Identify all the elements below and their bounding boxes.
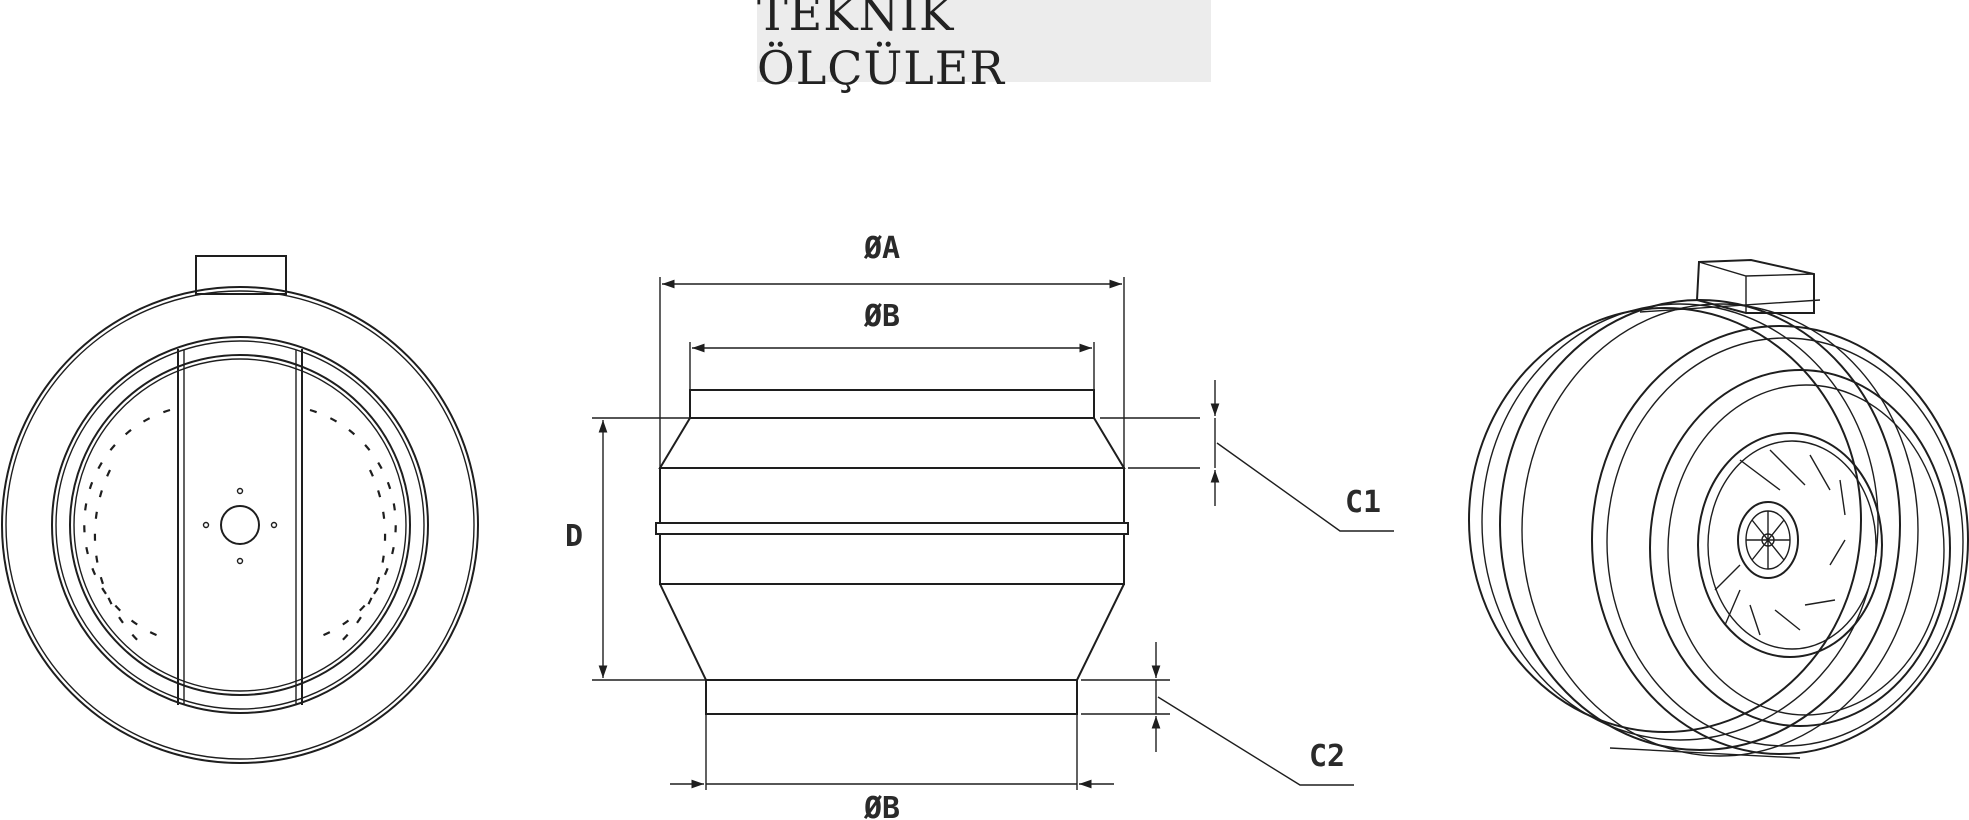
- title-banner: TEKNİK ÖLÇÜLER: [757, 0, 1211, 95]
- inner-ring: [51, 336, 429, 714]
- label-c2: C2: [1309, 739, 1345, 774]
- iso-terminal-box: [1695, 258, 1815, 314]
- iso-rear-ring-2: [1499, 299, 1901, 751]
- impeller-hidden-right: [309, 408, 397, 642]
- lower-body: [659, 533, 1125, 585]
- iso-rear-ring-1: [1468, 307, 1862, 733]
- label-b-top: ØB: [863, 299, 900, 334]
- outer-ring: [1, 286, 479, 764]
- inlet-opening: [69, 354, 411, 696]
- leader-c2: [1157, 696, 1354, 786]
- iso-front-ring-inner: [1649, 369, 1951, 727]
- center-flange: [655, 522, 1129, 535]
- upper-body: [659, 467, 1125, 524]
- side-view: ØA ØB D C1 C2 ØB: [565, 231, 1394, 820]
- terminal-box: [195, 255, 287, 295]
- label-a: ØA: [863, 231, 900, 266]
- bottom-cone: [659, 583, 1125, 681]
- top-collar: [689, 389, 1095, 419]
- motor-bracket: [177, 349, 303, 705]
- label-d: D: [565, 519, 583, 554]
- top-cone: [658, 417, 1126, 469]
- page-title: TEKNİK ÖLÇÜLER: [757, 0, 1005, 95]
- motor-hub: [220, 505, 260, 545]
- leader-c1: [1216, 442, 1394, 532]
- label-c1: C1: [1345, 485, 1381, 520]
- impeller-hidden-left: [83, 408, 171, 642]
- front-view: [1, 255, 479, 764]
- isometric-view: [1468, 258, 1969, 759]
- bottom-collar: [705, 679, 1078, 715]
- iso-front-ring-outer: [1591, 325, 1969, 755]
- iso-hub: [1737, 501, 1799, 579]
- label-b-bottom: ØB: [863, 791, 900, 820]
- iso-impeller-blades: [1714, 449, 1846, 636]
- iso-inlet: [1697, 432, 1883, 658]
